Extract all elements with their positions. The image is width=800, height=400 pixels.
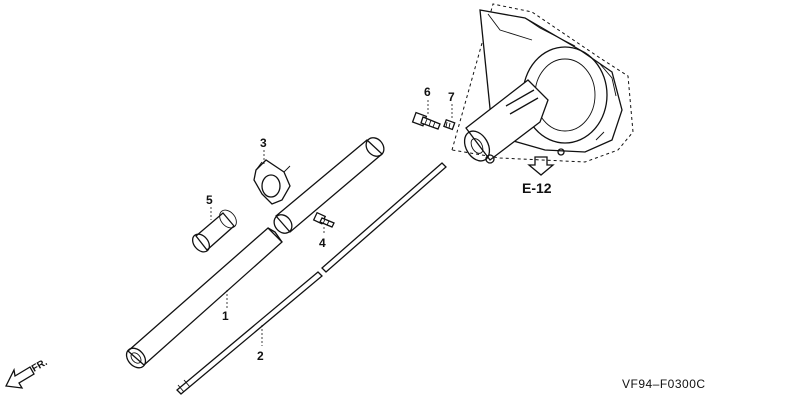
callout-number-3: 3 bbox=[260, 136, 267, 150]
shaft-tip bbox=[177, 384, 185, 393]
upper-pipe bbox=[273, 137, 385, 234]
bolt-shank bbox=[319, 217, 335, 228]
part-5-sleeve: 5 bbox=[191, 193, 237, 253]
main-pipe-end bbox=[125, 347, 147, 369]
gear-case-neck-mouth bbox=[463, 130, 491, 162]
sleeve-body bbox=[195, 212, 235, 251]
gear-case-neck-slot bbox=[505, 89, 535, 107]
shaft-tip bbox=[183, 379, 191, 388]
gear-case-assembly bbox=[451, 3, 634, 164]
upper-pipe-end bbox=[365, 137, 385, 157]
sleeve-end bbox=[191, 233, 211, 253]
gear-case-screw-hole bbox=[485, 154, 495, 164]
callout-number-6: 6 bbox=[424, 85, 431, 99]
gear-case-flange bbox=[487, 13, 576, 47]
main-pipe-cut bbox=[267, 227, 283, 243]
gear-case-neck-slot bbox=[509, 97, 539, 115]
gear-case-rib bbox=[595, 63, 617, 141]
bolt-shank bbox=[420, 116, 441, 130]
sleeve-end-far bbox=[219, 209, 237, 229]
callout-number-2: 2 bbox=[257, 349, 264, 363]
diagram-code: VF94–F0300C bbox=[622, 377, 706, 391]
main-pipe-bore bbox=[130, 352, 142, 364]
screw-thread bbox=[445, 121, 451, 129]
part-4-bolt: 4 bbox=[312, 211, 335, 250]
clamp-body bbox=[253, 159, 291, 205]
bolt-thread bbox=[424, 118, 436, 128]
front-arrow-icon bbox=[5, 366, 35, 389]
front-marker: FR. bbox=[5, 357, 50, 389]
front-marker-label: FR. bbox=[30, 357, 50, 375]
shaft-lower bbox=[176, 271, 323, 395]
upper-pipe-cut bbox=[273, 214, 293, 234]
shaft-upper bbox=[321, 162, 447, 273]
callout-number-7: 7 bbox=[448, 90, 455, 104]
gear-case-outline bbox=[451, 3, 634, 163]
bolt-thread bbox=[322, 218, 330, 226]
clamp-bore bbox=[261, 174, 281, 198]
callout-number-4: 4 bbox=[319, 236, 326, 250]
gear-case-screw-hole bbox=[557, 148, 565, 156]
clamp-ear bbox=[255, 161, 291, 173]
callout-number-1: 1 bbox=[222, 309, 229, 323]
part-6-bolt: 6 bbox=[411, 85, 441, 130]
part-2-flexible-shaft: 2 bbox=[176, 162, 447, 395]
part-3-clamp: 3 bbox=[253, 136, 291, 205]
reference-group-label: E-12 bbox=[522, 180, 552, 196]
main-pipe-body bbox=[127, 227, 283, 366]
upper-pipe-body bbox=[275, 139, 383, 233]
gear-case-neck-bore bbox=[470, 138, 484, 154]
callout-number-5: 5 bbox=[206, 193, 213, 207]
reference-group: E-12 bbox=[522, 156, 555, 196]
down-arrow-icon bbox=[527, 156, 555, 176]
part-1-main-pipe: 1 bbox=[125, 227, 283, 369]
part-7-screw: 7 bbox=[443, 90, 456, 131]
